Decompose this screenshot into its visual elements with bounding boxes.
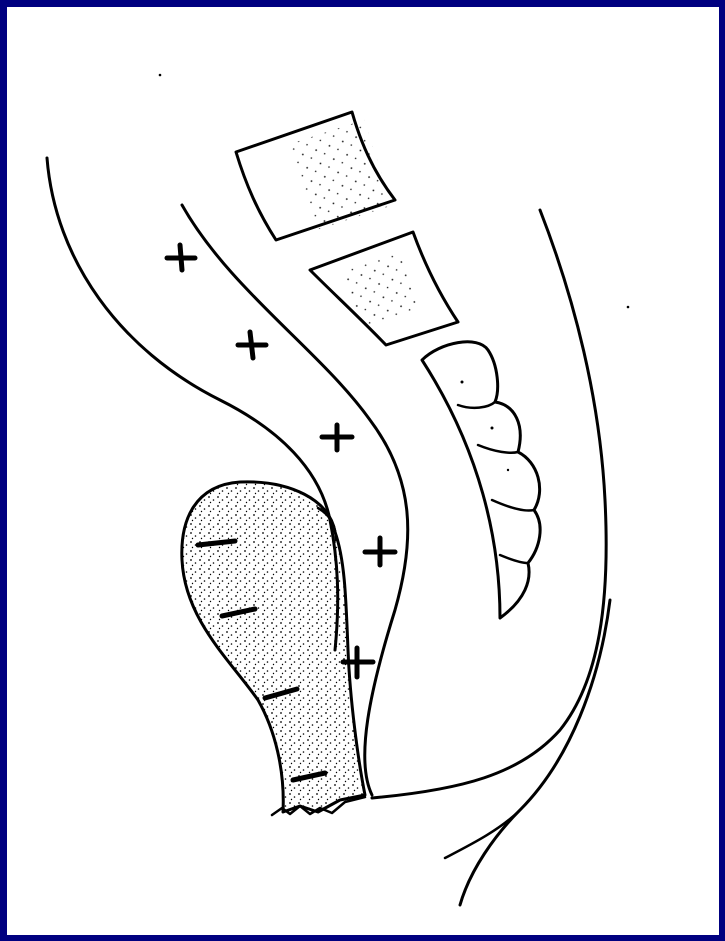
positive-mark (238, 332, 266, 358)
sacrum (422, 342, 540, 618)
lower-branch (445, 810, 520, 858)
positive-mark (167, 245, 195, 270)
figure-frame (7, 7, 719, 935)
diagram-canvas (7, 7, 719, 935)
positive-mark (322, 425, 352, 450)
stippled-sac (182, 482, 365, 812)
positive-mark (365, 538, 395, 565)
